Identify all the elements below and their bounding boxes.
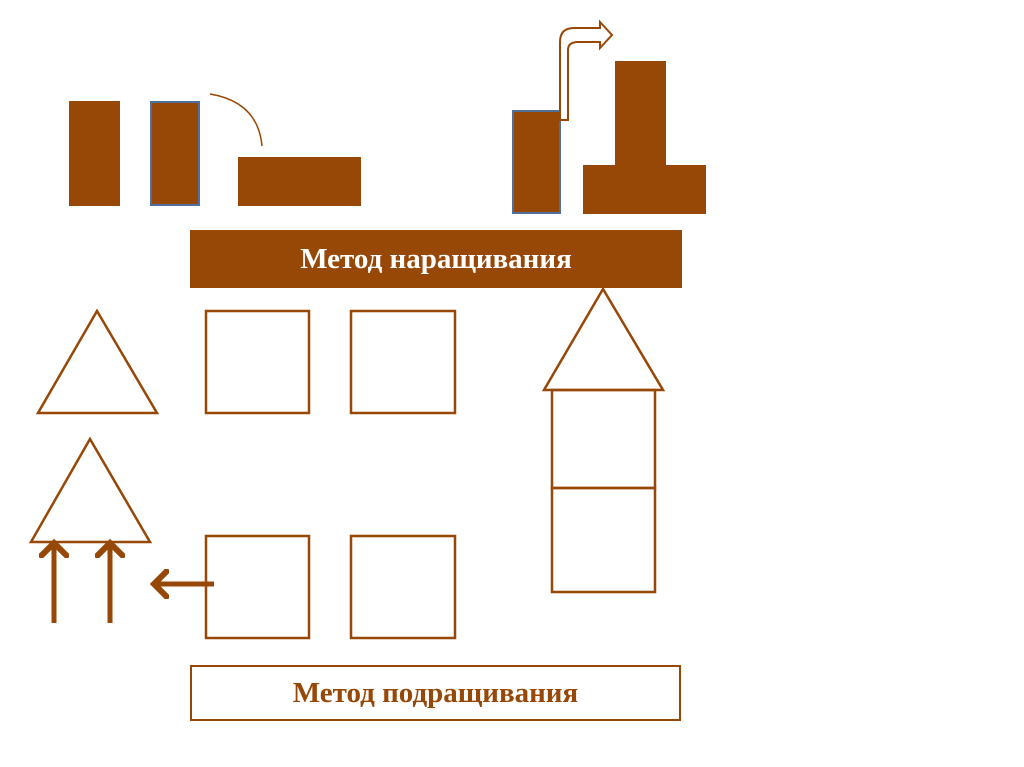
block-vertical-selected xyxy=(150,101,200,206)
rotate-arc xyxy=(209,93,263,147)
block-vertical-selected-2 xyxy=(512,110,561,214)
block-horizontal xyxy=(238,157,361,206)
label-grow-under-method: Метод подращивания xyxy=(190,665,681,721)
square-4 xyxy=(349,534,457,640)
block-vertical-1 xyxy=(69,101,120,206)
triangle-2 xyxy=(28,436,153,544)
tower-upper xyxy=(550,388,657,490)
bent-arrow-icon xyxy=(559,19,614,121)
square-2 xyxy=(349,309,457,415)
t-shape-horizontal xyxy=(583,165,706,214)
tower-roof xyxy=(541,286,666,392)
t-shape-vertical xyxy=(615,61,666,166)
square-3 xyxy=(204,534,311,640)
label-build-up-method: Метод наращивания xyxy=(190,230,682,288)
triangle-1 xyxy=(35,308,160,415)
square-1 xyxy=(204,309,311,415)
tower-lower xyxy=(550,486,657,594)
